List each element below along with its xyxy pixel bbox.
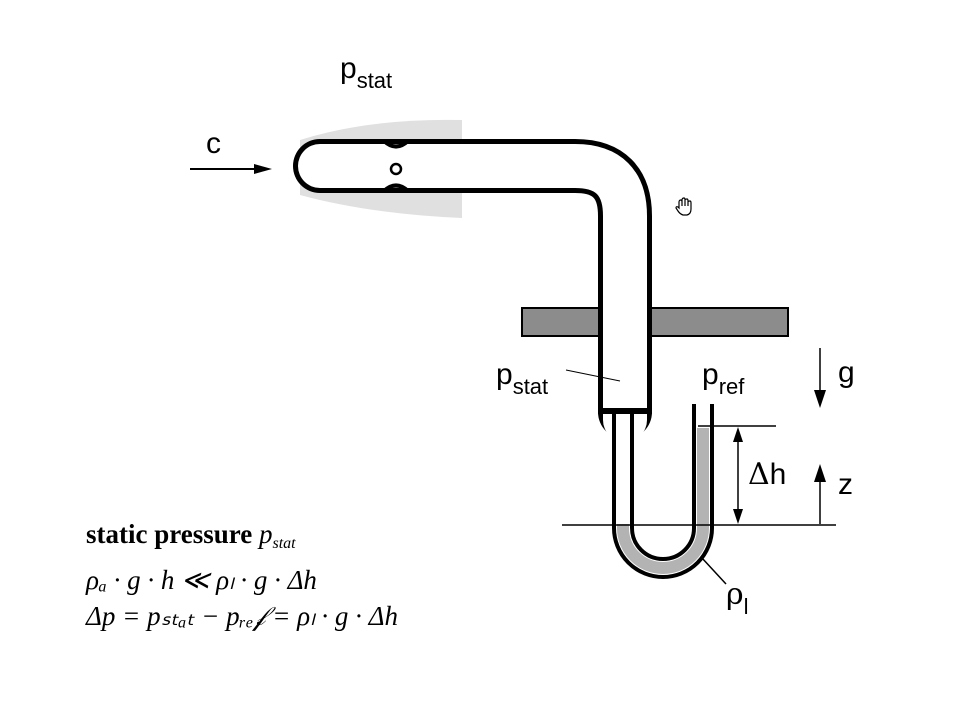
- formula-block: static pressure pstat ρₐ · g · h ≪ ρₗ · …: [86, 516, 546, 634]
- delta-h-arrow-down: [733, 509, 743, 524]
- pref-label: pref: [702, 358, 745, 399]
- gravity-label: g: [838, 356, 855, 389]
- rho-liquid-label: ρl: [726, 577, 749, 619]
- z-label: z: [838, 468, 853, 501]
- formula-title-var: p: [258, 519, 273, 549]
- formula-title: static pressure pstat: [86, 516, 546, 562]
- manometer-outer-wall: [612, 404, 714, 579]
- z-arrow-head: [814, 464, 826, 482]
- static-port-bottom: [382, 183, 410, 193]
- formula-eq1: ρₐ · g · h ≪ ρₗ · g · Δh: [86, 565, 317, 595]
- formula-eq2: Δp = pₛₜₐₜ − pᵣₑ𝒻 = ρₗ · g · Δh: [86, 601, 398, 631]
- hand-cursor-icon: [675, 197, 692, 216]
- delta-h-label: Δh: [748, 457, 786, 492]
- formula-title-var-sub: stat: [272, 535, 296, 552]
- formula-title-text: static pressure: [86, 519, 253, 549]
- pstat-top-label: pstat: [340, 52, 392, 93]
- rho-leader-line: [701, 557, 727, 585]
- flow-velocity-label: c: [206, 127, 221, 160]
- flow-arrow-head: [254, 164, 272, 174]
- g-arrow-head: [814, 390, 826, 408]
- delta-h-arrow-up: [733, 427, 743, 442]
- tube-bottom-cap: [598, 408, 652, 414]
- mounting-plate: [521, 307, 789, 337]
- static-port-top: [382, 139, 410, 149]
- pstat-mid-label: pstat: [496, 358, 548, 399]
- pitot-tube-bore: [298, 144, 647, 442]
- pstat-leader-line: [565, 369, 621, 382]
- manometer-liquid: [617, 428, 709, 574]
- static-port-hole: [389, 162, 403, 176]
- manometer-inner-wall: [630, 404, 696, 561]
